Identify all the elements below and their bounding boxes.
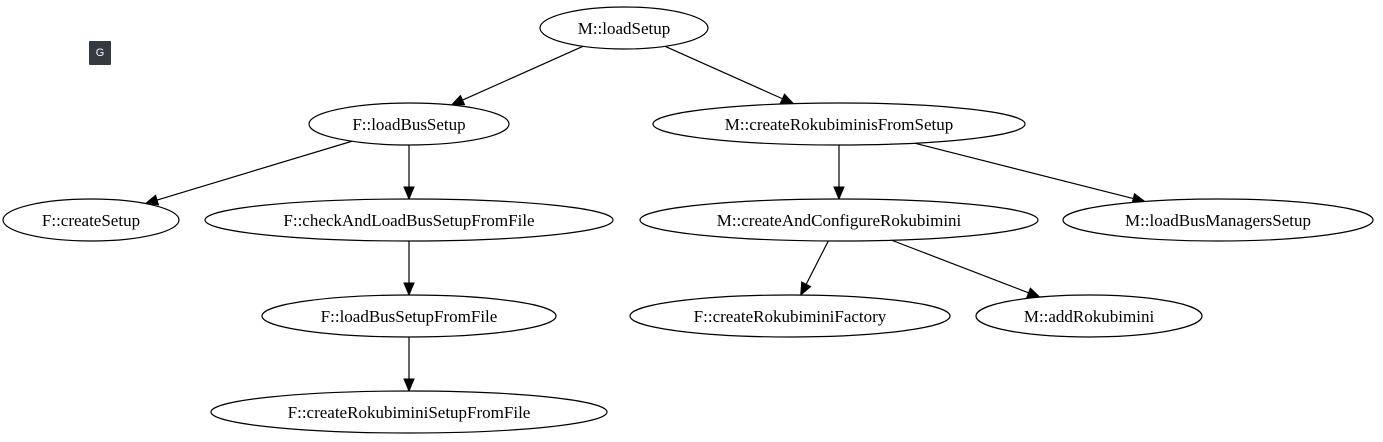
node-label: M::createAndConfigureRokubimini (717, 211, 962, 230)
node-loadSetup[interactable]: M::loadSetup (539, 6, 709, 50)
node-label: F::createSetup (42, 211, 140, 230)
node-loadBusSetupFromFile[interactable]: F::loadBusSetupFromFile (261, 294, 557, 338)
edge-loadSetup-to-loadBusSetup (450, 45, 584, 106)
edge-arrowhead (800, 281, 812, 297)
edge-loadBusSetup-to-createSetup (144, 140, 353, 206)
node-createRokubiminiFactory[interactable]: F::createRokubiminiFactory (629, 294, 951, 338)
node-label: M::createRokubiminisFromSetup (725, 115, 954, 134)
edge-arrowhead (1026, 287, 1041, 298)
node-label: F::loadBusSetupFromFile (321, 307, 498, 326)
node-ellipse (629, 294, 951, 338)
edge-line (156, 140, 353, 201)
node-ellipse (2, 198, 180, 242)
node-label: M::loadBusManagersSetup (1125, 211, 1311, 230)
node-label: M::addRokubimini (1024, 307, 1155, 326)
edge-line (914, 142, 1134, 200)
node-loadBusSetup[interactable]: F::loadBusSetup (308, 102, 510, 146)
node-ellipse (1062, 198, 1374, 242)
edge-arrowhead (403, 282, 415, 297)
node-loadBusManagersSetup[interactable]: M::loadBusManagersSetup (1062, 198, 1374, 242)
edge-line (891, 239, 1029, 294)
edge-checkAndLoadBusSetupFromFile-to-loadBusSetupFromFile (403, 241, 415, 297)
node-ellipse (210, 390, 608, 434)
node-createRokubiminisFromSetup[interactable]: M::createRokubiminisFromSetup (652, 102, 1026, 146)
edge-createRokubiminisFromSetup-to-loadBusManagersSetup (914, 142, 1147, 204)
edge-line (462, 45, 584, 101)
edge-line (805, 240, 829, 285)
node-label: F::createRokubiminiFactory (694, 307, 887, 326)
edge-arrowhead (403, 378, 415, 393)
node-ellipse (204, 198, 614, 242)
node-createRokubiminiSetupFromFile[interactable]: F::createRokubiminiSetupFromFile (210, 390, 608, 434)
node-addRokubimini[interactable]: M::addRokubimini (975, 294, 1203, 338)
node-ellipse (975, 294, 1203, 338)
edge-loadSetup-to-createRokubiminisFromSetup (664, 45, 795, 105)
node-ellipse (261, 294, 557, 338)
graph-badge-label: G (95, 47, 105, 59)
edge-arrowhead (450, 94, 466, 106)
edge-arrowhead (403, 186, 415, 201)
graph-edges (144, 45, 1147, 393)
edge-arrowhead (779, 93, 795, 105)
node-ellipse (308, 102, 510, 146)
edge-arrowhead (833, 186, 845, 201)
edge-loadBusSetup-to-checkAndLoadBusSetupFromFile (403, 145, 415, 201)
node-label: F::loadBusSetup (352, 115, 465, 134)
node-ellipse (539, 6, 709, 50)
node-createAndConfigureRokubimini[interactable]: M::createAndConfigureRokubimini (639, 198, 1039, 242)
node-label: F::checkAndLoadBusSetupFromFile (283, 211, 534, 230)
node-createSetup[interactable]: F::createSetup (2, 198, 180, 242)
edge-createAndConfigureRokubimini-to-createRokubiminiFactory (800, 240, 829, 297)
graph-badge: G (89, 41, 111, 65)
node-label: M::loadSetup (578, 19, 671, 38)
edge-arrowhead (144, 194, 160, 206)
node-label: F::createRokubiminiSetupFromFile (288, 403, 531, 422)
node-checkAndLoadBusSetupFromFile[interactable]: F::checkAndLoadBusSetupFromFile (204, 198, 614, 242)
node-ellipse (652, 102, 1026, 146)
edge-line (664, 45, 783, 100)
edge-createRokubiminisFromSetup-to-createAndConfigureRokubimini (833, 145, 845, 201)
node-ellipse (639, 198, 1039, 242)
edge-loadBusSetupFromFile-to-createRokubiminiSetupFromFile (403, 337, 415, 393)
edge-createAndConfigureRokubimini-to-addRokubimini (891, 239, 1041, 298)
